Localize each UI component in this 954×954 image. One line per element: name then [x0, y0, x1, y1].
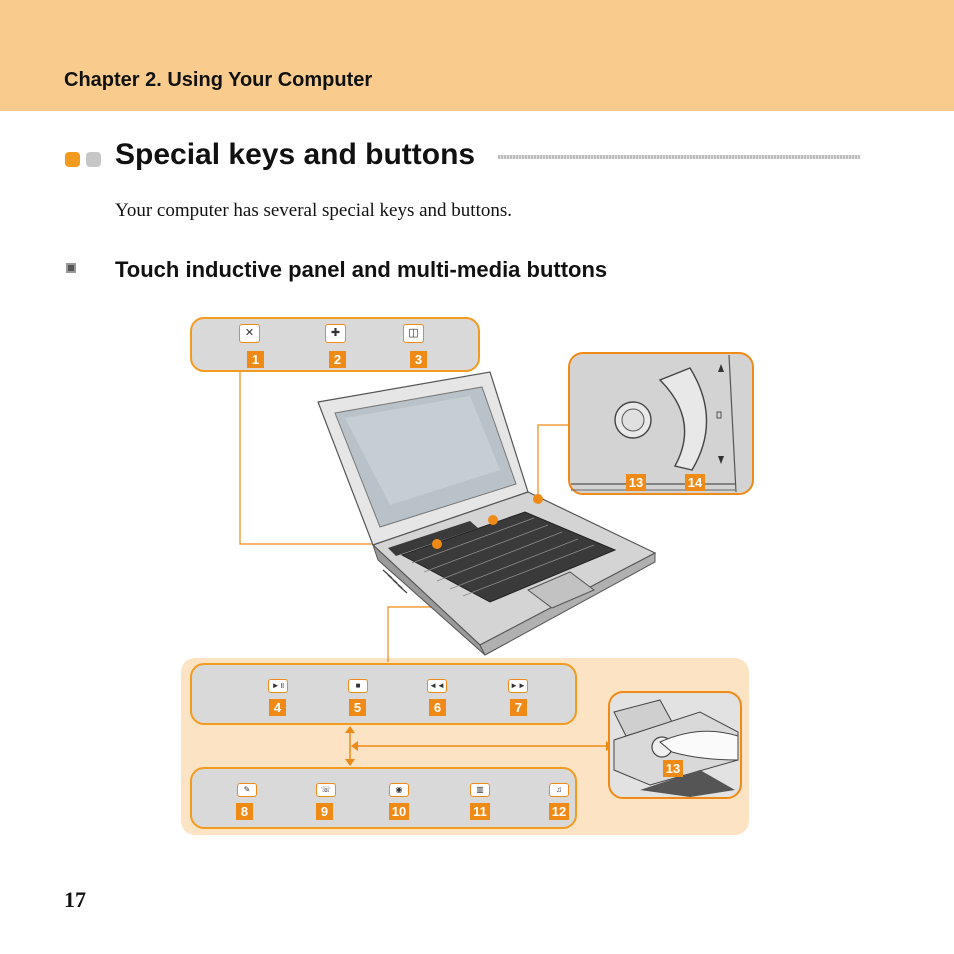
app-button-panel: ✎ ☏ ◉ ▥ ♫ 8 9 10 11 12 — [190, 767, 577, 829]
callout-number: 3 — [410, 351, 427, 368]
previous-track-icon[interactable]: ◄◄ — [427, 679, 447, 693]
callout-dot — [432, 539, 442, 549]
pen-icon[interactable]: ✎ — [237, 783, 257, 797]
callout-number: 11 — [470, 803, 490, 820]
phone-icon[interactable]: ☏ — [316, 783, 336, 797]
callout-number: 9 — [316, 803, 333, 820]
callout-number: 4 — [269, 699, 286, 716]
next-track-icon[interactable]: ►► — [508, 679, 528, 693]
keyboard-icon[interactable]: ▥ — [470, 783, 490, 797]
callout-number: 8 — [236, 803, 253, 820]
callout-number: 14 — [685, 474, 705, 491]
title-rule-divider — [498, 155, 860, 159]
dolby-icon[interactable]: ◫ — [403, 324, 424, 343]
mute-icon[interactable]: ✕ — [239, 324, 260, 343]
chapter-header-band: Chapter 2. Using Your Computer — [0, 0, 954, 111]
top-button-panel: ✕ ✚ ◫ 1 2 3 — [190, 317, 480, 372]
stop-icon[interactable]: ■ — [348, 679, 368, 693]
subsection-title: Touch inductive panel and multi-media bu… — [115, 257, 608, 282]
section-intro: Your computer has several special keys a… — [115, 200, 512, 221]
callout-number: 10 — [389, 803, 409, 820]
callout-number: 13 — [626, 474, 646, 491]
page-number: 17 — [64, 887, 86, 912]
music-icon[interactable]: ♫ — [549, 783, 569, 797]
square-bullet-icon — [66, 263, 76, 273]
media-button-panel: ►॥ ■ ◄◄ ►► 4 5 6 7 — [190, 663, 577, 725]
callout-number: 6 — [429, 699, 446, 716]
callout-dot — [533, 494, 543, 504]
play-pause-icon[interactable]: ►॥ — [268, 679, 288, 693]
callout-number: 1 — [247, 351, 264, 368]
brightness-icon[interactable]: ✚ — [325, 324, 346, 343]
callout-dot — [488, 515, 498, 525]
callout-number: 2 — [329, 351, 346, 368]
callout-number: 12 — [549, 803, 569, 820]
callout-number: 13 — [663, 760, 683, 777]
webcam-icon[interactable]: ◉ — [389, 783, 409, 797]
callout-number: 5 — [349, 699, 366, 716]
section-title: Special keys and buttons — [115, 138, 476, 171]
chapter-title: Chapter 2. Using Your Computer — [64, 69, 373, 91]
callout-number: 7 — [510, 699, 527, 716]
